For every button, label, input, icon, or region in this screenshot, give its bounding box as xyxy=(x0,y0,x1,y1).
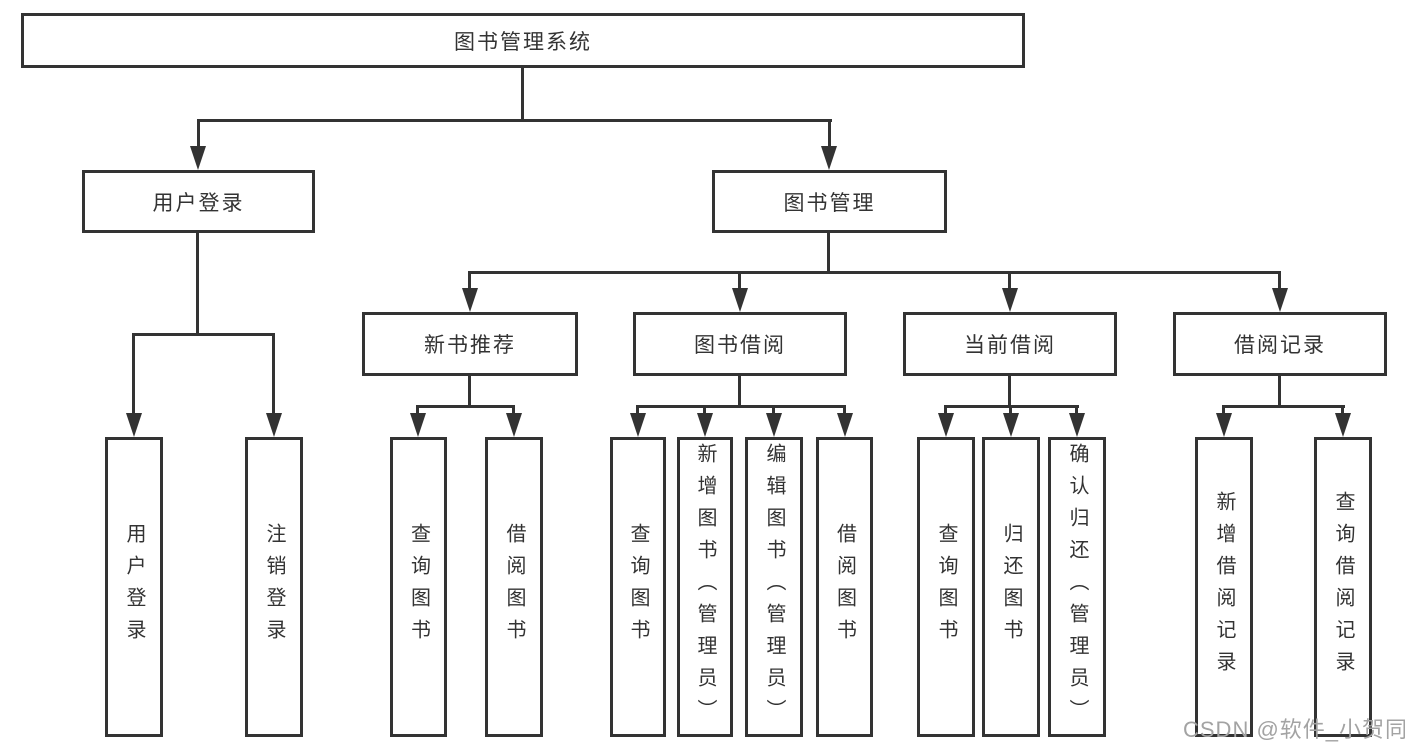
arrowhead-down xyxy=(1069,413,1085,437)
leaf-edit-book-admin: 编辑图书（管理员） xyxy=(745,437,803,737)
connector-line-vertical xyxy=(738,376,741,408)
arrowhead-down xyxy=(821,146,837,170)
leaf-add-borrow-record: 新增借阅记录 xyxy=(1195,437,1253,737)
leaf-user-login: 用户登录 xyxy=(105,437,163,737)
connector-line-vertical xyxy=(636,405,639,415)
leaf-borrow-book-recommend: 借阅图书 xyxy=(485,437,543,737)
connector-line-vertical xyxy=(827,232,830,274)
arrowhead-down xyxy=(266,413,282,437)
arrowhead-down xyxy=(732,288,748,312)
arrowhead-down xyxy=(506,413,522,437)
node-borrowing-records: 借阅记录 xyxy=(1173,312,1387,376)
connector-line-horizontal xyxy=(636,405,846,408)
connector-line-vertical xyxy=(1075,405,1078,415)
node-new-book-recommend: 新书推荐 xyxy=(362,312,578,376)
connector-line-horizontal xyxy=(416,405,515,408)
csdn-watermark: CSDN @软件_小贺同学 xyxy=(1183,717,1405,742)
connector-line-vertical xyxy=(828,119,831,150)
connector-line-vertical xyxy=(738,271,741,292)
arrowhead-down xyxy=(1335,413,1351,437)
connector-line-vertical xyxy=(703,405,706,415)
connector-line-vertical xyxy=(944,405,947,415)
node-user-login: 用户登录 xyxy=(82,170,315,233)
connector-line-vertical xyxy=(1341,405,1344,415)
leaf-return-book: 归还图书 xyxy=(982,437,1040,737)
leaf-query-book-recommend: 查询图书 xyxy=(390,437,447,737)
connector-line-vertical xyxy=(416,405,419,415)
leaf-query-book-borrowing: 查询图书 xyxy=(610,437,666,737)
connector-line-vertical xyxy=(512,405,515,415)
connector-line-vertical xyxy=(1278,376,1281,408)
arrowhead-down xyxy=(462,288,478,312)
arrowhead-down xyxy=(1003,413,1019,437)
leaf-borrow-book: 借阅图书 xyxy=(816,437,873,737)
arrowhead-down xyxy=(697,413,713,437)
connector-line-vertical xyxy=(197,119,200,150)
leaf-query-borrow-record: 查询借阅记录 xyxy=(1314,437,1372,737)
arrowhead-down xyxy=(190,146,206,170)
connector-line-vertical xyxy=(1008,376,1011,408)
arrowhead-down xyxy=(766,413,782,437)
connector-line-vertical xyxy=(468,271,471,292)
connector-line-horizontal xyxy=(1222,405,1345,408)
connector-line-horizontal xyxy=(197,119,832,122)
connector-line-vertical xyxy=(1009,405,1012,415)
connector-line-vertical xyxy=(272,333,275,415)
connector-line-vertical xyxy=(196,232,199,335)
connector-line-vertical xyxy=(132,333,135,415)
arrowhead-down xyxy=(1272,288,1288,312)
connector-line-horizontal xyxy=(468,271,1281,274)
arrowhead-down xyxy=(126,413,142,437)
arrowhead-down xyxy=(630,413,646,437)
leaf-logout: 注销登录 xyxy=(245,437,303,737)
connector-line-vertical xyxy=(468,376,471,408)
node-library-management-system: 图书管理系统 xyxy=(21,13,1025,68)
connector-line-vertical xyxy=(521,68,524,122)
leaf-add-book-admin: 新增图书（管理员） xyxy=(677,437,733,737)
connector-line-horizontal xyxy=(132,333,275,336)
node-current-borrowing: 当前借阅 xyxy=(903,312,1117,376)
connector-line-vertical xyxy=(1278,271,1281,292)
arrowhead-down xyxy=(837,413,853,437)
connector-line-vertical xyxy=(843,405,846,415)
connector-line-vertical xyxy=(772,405,775,415)
node-book-borrowing: 图书借阅 xyxy=(633,312,847,376)
leaf-query-book-current: 查询图书 xyxy=(917,437,975,737)
connector-line-vertical xyxy=(1222,405,1225,415)
arrowhead-down xyxy=(410,413,426,437)
leaf-confirm-return-admin: 确认归还（管理员） xyxy=(1048,437,1106,737)
arrowhead-down xyxy=(1216,413,1232,437)
connector-line-vertical xyxy=(1008,271,1011,292)
arrowhead-down xyxy=(938,413,954,437)
node-book-management: 图书管理 xyxy=(712,170,947,233)
arrowhead-down xyxy=(1002,288,1018,312)
